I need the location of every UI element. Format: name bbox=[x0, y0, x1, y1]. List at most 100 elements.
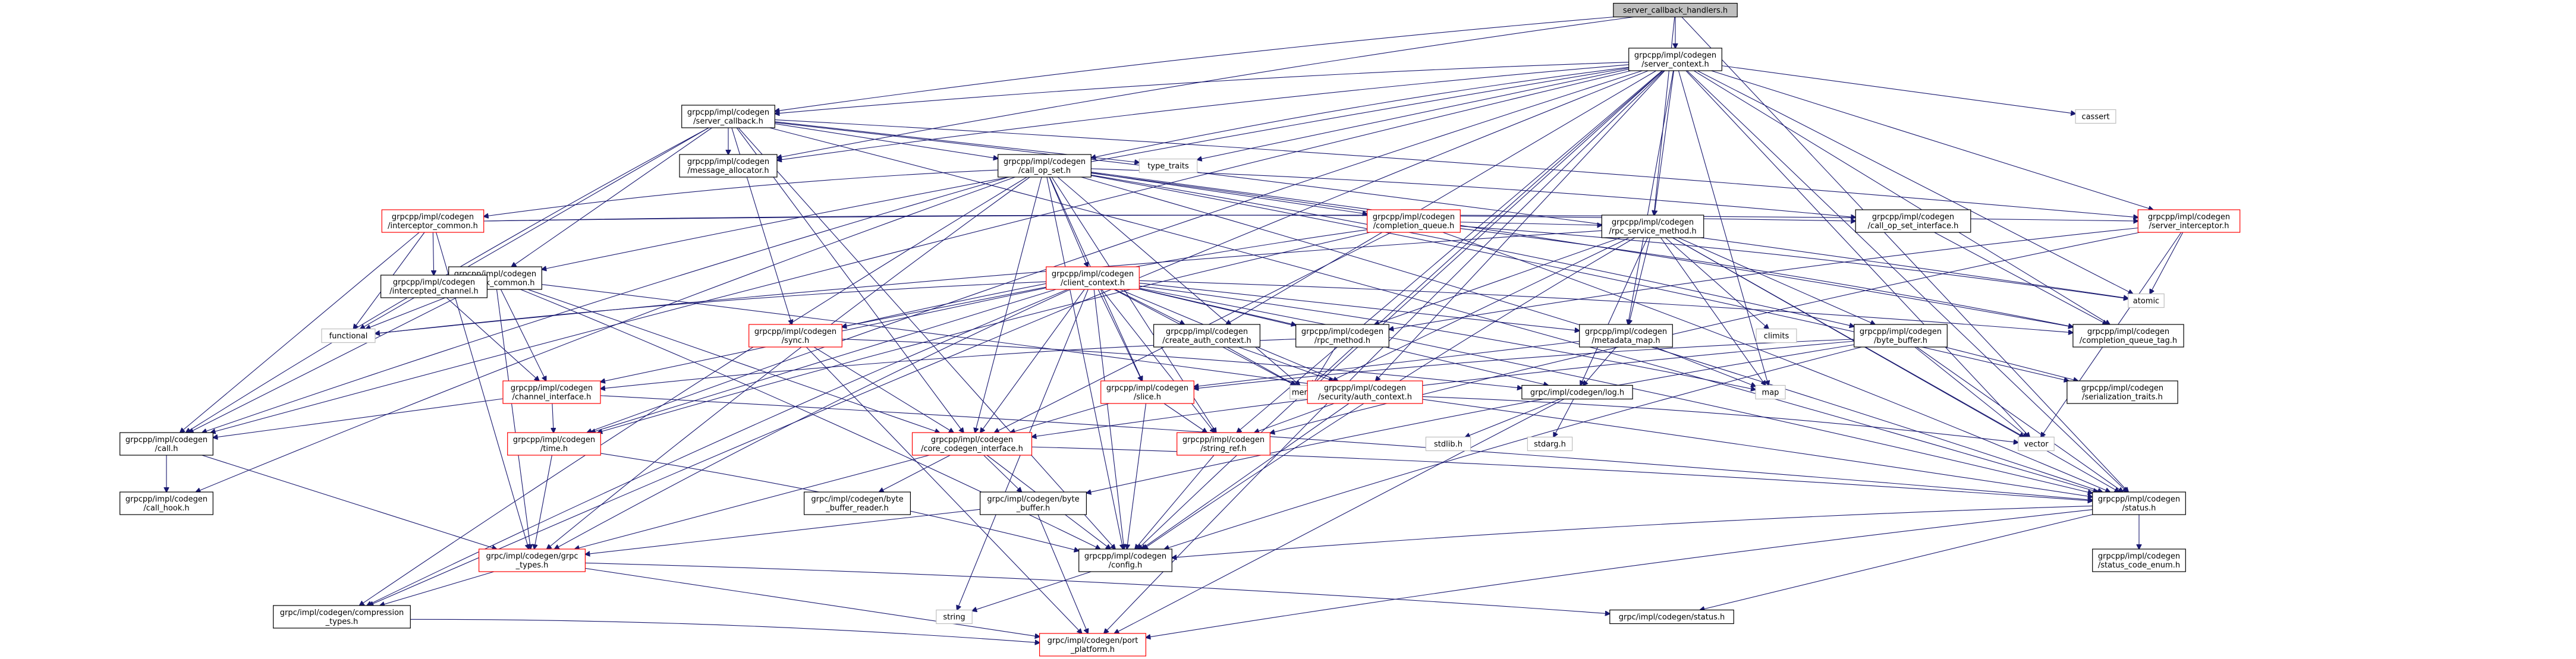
node-security-auth-context[interactable]: grpcpp/impl/codegen/security/auth_contex… bbox=[1307, 380, 1423, 404]
node-box bbox=[2092, 548, 2186, 572]
edge-grpc-byte-buffer-to-grpc-types bbox=[585, 509, 980, 554]
node-box bbox=[273, 605, 411, 629]
node-label: /intercepted_channel.h bbox=[389, 287, 478, 296]
edge-byte-buffer-to-config bbox=[1165, 346, 1862, 549]
node-intercepted-channel[interactable]: grpcpp/impl/codegen/intercepted_channel.… bbox=[380, 275, 487, 298]
node-label: grpc/impl/codegen/port bbox=[1048, 636, 1138, 645]
edge-root-to-server-callback bbox=[775, 16, 1615, 112]
node-time[interactable]: grpcpp/impl/codegen/time.h bbox=[507, 432, 601, 456]
node-string-ref[interactable]: grpcpp/impl/codegen/string_ref.h bbox=[1177, 432, 1270, 456]
node-grpc-status[interactable]: grpc/impl/codegen/status.h bbox=[1609, 609, 1734, 625]
node-box bbox=[1039, 633, 1146, 657]
node-label: string bbox=[943, 613, 965, 622]
node-config[interactable]: grpcpp/impl/codegen/config.h bbox=[1078, 548, 1172, 572]
node-box bbox=[2092, 491, 2186, 515]
node-cassert[interactable]: cassert bbox=[2075, 109, 2116, 124]
node-byte-buffer[interactable]: grpcpp/impl/codegen/byte_buffer.h bbox=[1854, 324, 1948, 348]
node-climits[interactable]: climits bbox=[1756, 328, 1797, 343]
node-box bbox=[681, 105, 775, 128]
edge-channel-interface-to-status bbox=[600, 395, 2093, 500]
node-box bbox=[748, 324, 842, 348]
node-status[interactable]: grpcpp/impl/codegen/status.h bbox=[2092, 491, 2186, 515]
node-call-op-set[interactable]: grpcpp/impl/codegen/call_op_set.h bbox=[998, 154, 1092, 178]
edge-server-interceptor-to-atomic bbox=[2150, 232, 2184, 294]
edge-rpc-service-method-to-byte-buffer bbox=[1678, 237, 1875, 324]
edge-server-context-to-atomic bbox=[1697, 70, 2133, 294]
node-rpc-service-method[interactable]: grpcpp/impl/codegen/rpc_service_method.h bbox=[1601, 215, 1704, 238]
node-label: grpcpp/impl/codegen bbox=[1585, 327, 1667, 336]
node-rpc-method[interactable]: grpcpp/impl/codegen/rpc_method.h bbox=[1295, 324, 1389, 348]
edge-callback-common-to-core-codegen-interface bbox=[527, 289, 940, 433]
node-functional[interactable]: functional bbox=[321, 328, 376, 343]
node-label: grpcpp/impl/codegen bbox=[1634, 51, 1716, 60]
node-grpc-types[interactable]: grpc/impl/codegen/grpc_types.h bbox=[478, 548, 586, 572]
node-label: /core_codegen_interface.h bbox=[921, 444, 1023, 453]
edge-server-context-to-create-auth-context bbox=[1226, 70, 1657, 324]
edge-server-context-to-type-traits bbox=[1197, 68, 1629, 159]
node-log[interactable]: grpc/impl/codegen/log.h bbox=[1521, 384, 1633, 400]
node-label: /config.h bbox=[1109, 561, 1143, 570]
node-stdlib[interactable]: stdlib.h bbox=[1425, 436, 1471, 452]
node-metadata-map[interactable]: grpcpp/impl/codegen/metadata_map.h bbox=[1579, 324, 1673, 348]
node-client-context[interactable]: grpcpp/impl/codegen/client_context.h bbox=[1046, 266, 1140, 290]
edge-rpc-service-method-to-metadata-map bbox=[1629, 237, 1650, 324]
edge-byte-buffer-to-serialization-traits bbox=[1945, 346, 2078, 381]
edge-client-context-to-map bbox=[1139, 285, 1756, 390]
node-message-allocator[interactable]: grpcpp/impl/codegen/message_allocator.h bbox=[679, 154, 778, 178]
node-box bbox=[1153, 324, 1260, 348]
node-label: /metadata_map.h bbox=[1591, 336, 1660, 345]
node-byte-buffer-reader[interactable]: grpc/impl/codegen/byte_buffer_reader.h bbox=[803, 491, 911, 515]
edge-call-op-set-to-config bbox=[1046, 176, 1123, 549]
edge-intercepted-channel-to-channel-interface bbox=[446, 297, 539, 381]
node-string[interactable]: string bbox=[936, 609, 973, 625]
node-label: /sync.h bbox=[782, 336, 810, 345]
node-call-hook[interactable]: grpcpp/impl/codegen/call_hook.h bbox=[119, 491, 213, 515]
edge-client-context-to-sync bbox=[842, 286, 1046, 327]
node-interceptor-common[interactable]: grpcpp/impl/codegen/interceptor_common.h bbox=[381, 209, 485, 233]
node-atomic[interactable]: atomic bbox=[2128, 293, 2165, 308]
node-label: grpcpp/impl/codegen bbox=[125, 495, 207, 504]
node-label: /client_context.h bbox=[1061, 279, 1125, 288]
node-box bbox=[1601, 215, 1704, 238]
node-root[interactable]: server_callback_handlers.h bbox=[1613, 2, 1738, 18]
node-grpc-byte-buffer[interactable]: grpc/impl/codegen/byte_buffer.h bbox=[979, 491, 1087, 515]
node-serialization-traits[interactable]: grpcpp/impl/codegen/serialization_traits… bbox=[2067, 380, 2178, 404]
node-server-callback[interactable]: grpcpp/impl/codegen/server_callback.h bbox=[681, 105, 775, 128]
node-label: grpcpp/impl/codegen bbox=[1612, 218, 1694, 227]
node-label: grpcpp/impl/codegen bbox=[1301, 327, 1383, 336]
node-box bbox=[1755, 384, 1786, 400]
node-box bbox=[1307, 380, 1423, 404]
node-box bbox=[936, 609, 973, 625]
node-map[interactable]: map bbox=[1755, 384, 1786, 400]
node-label: grpcpp/impl/codegen bbox=[1872, 213, 1954, 222]
node-sync[interactable]: grpcpp/impl/codegen/sync.h bbox=[748, 324, 842, 348]
edge-rpc-service-method-to-status bbox=[1672, 237, 2119, 492]
node-label: /message_allocator.h bbox=[687, 166, 769, 175]
node-type-traits[interactable]: type_traits bbox=[1138, 158, 1198, 174]
node-channel-interface[interactable]: grpcpp/impl/codegen/channel_interface.h bbox=[502, 380, 601, 404]
node-vector[interactable]: vector bbox=[2018, 436, 2055, 452]
node-box bbox=[1628, 48, 1722, 71]
node-label: /server_callback.h bbox=[693, 117, 763, 126]
node-core-codegen-interface[interactable]: grpcpp/impl/codegen/core_codegen_interfa… bbox=[911, 432, 1033, 456]
node-call-op-set-interface[interactable]: grpcpp/impl/codegen/call_op_set_interfac… bbox=[1855, 209, 1971, 233]
node-stdarg[interactable]: stdarg.h bbox=[1527, 436, 1573, 452]
node-server-interceptor[interactable]: grpcpp/impl/codegen/server_interceptor.h bbox=[2137, 209, 2241, 233]
node-port-platform[interactable]: grpc/impl/codegen/port_platform.h bbox=[1039, 633, 1146, 657]
edge-completion-queue-to-rpc-service-method bbox=[1460, 222, 1602, 225]
node-compression-types[interactable]: grpc/impl/codegen/compression_types.h bbox=[273, 605, 411, 629]
node-label: grpc/impl/codegen/log.h bbox=[1530, 389, 1624, 398]
edge-call-op-set-to-byte-buffer bbox=[1091, 175, 1854, 327]
node-label: _buffer.h bbox=[1016, 504, 1050, 513]
edge-rpc-service-method-to-climits bbox=[1665, 237, 1769, 329]
node-status-code-enum[interactable]: grpcpp/impl/codegen/status_code_enum.h bbox=[2092, 548, 2186, 572]
node-label: /rpc_service_method.h bbox=[1609, 227, 1696, 236]
edge-call-op-set-to-completion-queue bbox=[1091, 172, 1367, 215]
node-create-auth-context[interactable]: grpcpp/impl/codegen/create_auth_context.… bbox=[1153, 324, 1260, 348]
node-completion-queue-tag[interactable]: grpcpp/impl/codegen/completion_queue_tag… bbox=[2072, 324, 2184, 348]
node-completion-queue[interactable]: grpcpp/impl/codegen/completion_queue.h bbox=[1367, 209, 1461, 233]
node-slice[interactable]: grpcpp/impl/codegen/slice.h bbox=[1100, 380, 1194, 404]
node-server-context[interactable]: grpcpp/impl/codegen/server_context.h bbox=[1628, 48, 1722, 71]
node-call[interactable]: grpcpp/impl/codegen/call.h bbox=[119, 432, 213, 456]
edge-completion-queue-to-time bbox=[597, 232, 1370, 433]
